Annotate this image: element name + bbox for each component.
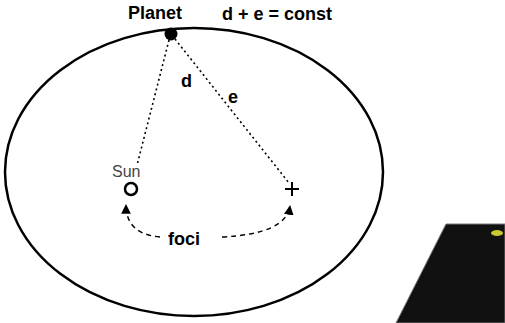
focus-pointer <box>126 205 160 237</box>
distance-d-line <box>133 40 169 181</box>
distance-e-line <box>175 39 289 183</box>
distance-label: e <box>228 88 238 106</box>
focus-cross <box>285 182 299 196</box>
distance-label: d <box>181 72 192 90</box>
sun-circle <box>125 183 137 195</box>
foci-label: foci <box>166 229 202 249</box>
focus-pointer <box>222 206 290 237</box>
sun-label: Sun <box>110 163 142 181</box>
orbit-ellipse <box>5 28 383 316</box>
book-picture <box>396 224 505 323</box>
planet-label: Planet <box>128 4 182 22</box>
planet-dot <box>165 28 178 41</box>
formula-label: d + e = const <box>222 5 332 23</box>
